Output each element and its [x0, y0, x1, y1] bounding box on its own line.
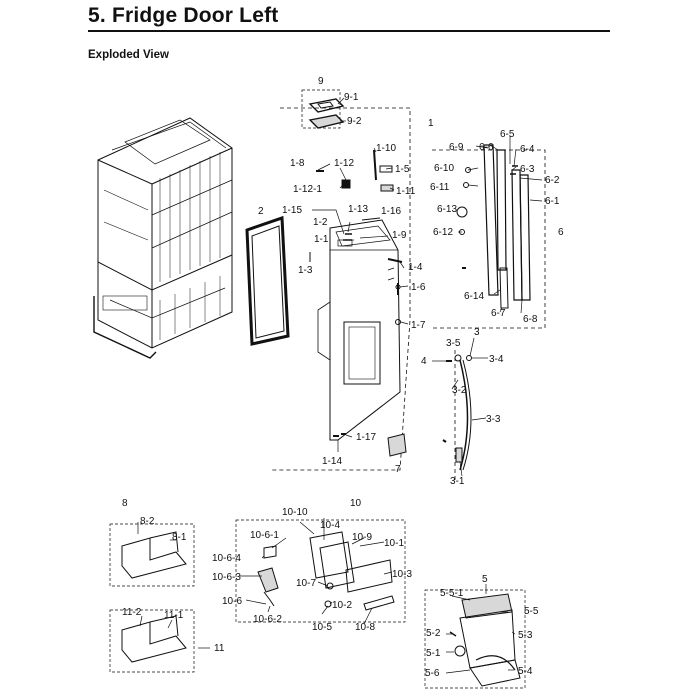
callout-6-8: 6-8: [523, 314, 538, 325]
callout-9-1: 9-1: [344, 92, 359, 103]
callout-1-4: 1-4: [408, 262, 423, 273]
callout-6-10: 6-10: [434, 163, 454, 174]
callout-2: 2: [258, 206, 264, 217]
callout-1-10: 1-10: [376, 143, 396, 154]
ice-bucket-assembly: [424, 589, 526, 689]
callout-4: 4: [421, 356, 427, 367]
callout-3-5: 3-5: [446, 338, 461, 349]
callout-10-1: 10-1: [384, 538, 404, 549]
callout-10-3: 10-3: [392, 569, 412, 580]
callout-1-2: 1-2: [313, 217, 328, 228]
callout-1-3: 1-3: [298, 265, 313, 276]
callout-5-1: 5-1: [426, 648, 441, 659]
door-bin-top-part: [109, 523, 195, 587]
callout-6-12: 6-12: [433, 227, 453, 238]
callout-6: 6: [558, 227, 564, 238]
callout-5-4: 5-4: [518, 666, 533, 677]
callout-3-4: 3-4: [489, 354, 504, 365]
callout-6-2: 6-2: [545, 175, 560, 186]
callout-1-16: 1-16: [381, 206, 401, 217]
callout-10-6: 10-6: [222, 596, 242, 607]
leader-lines: [137, 97, 543, 674]
callout-8-1: 8-1: [172, 532, 187, 543]
callout-1-12-1: 1-12-1: [293, 184, 322, 195]
callout-11-2: 11-2: [122, 607, 142, 618]
callout-7: 7: [395, 464, 401, 475]
callout-1: 1: [428, 118, 434, 129]
callout-1-14: 1-14: [322, 456, 342, 467]
callout-1-5: 1-5: [395, 164, 410, 175]
callout-5-5: 5-5: [524, 606, 539, 617]
callout-5: 5: [482, 574, 488, 585]
fridge-cabinet-drawing: [93, 117, 233, 359]
callout-9-2: 9-2: [347, 116, 362, 127]
callout-9: 9: [318, 76, 324, 87]
callout-10-8: 10-8: [355, 622, 375, 633]
callout-6-11: 6-11: [430, 182, 450, 193]
callout-3-2: 3-2: [452, 385, 467, 396]
callout-1-9: 1-9: [392, 230, 407, 241]
handle-part: [387, 433, 407, 457]
callout-3-1: 3-1: [450, 476, 465, 487]
callout-5-3: 5-3: [518, 630, 533, 641]
callout-5-6: 5-6: [425, 668, 440, 679]
callout-10-4: 10-4: [320, 520, 340, 531]
callout-10-2: 10-2: [332, 600, 352, 611]
door-small-parts: [309, 149, 403, 437]
callout-6-5: 6-5: [500, 129, 515, 140]
callout-11-1: 11-1: [164, 610, 184, 621]
callout-5-5-1: 5-5-1: [440, 588, 464, 599]
door-bin-bottom-part: [109, 609, 195, 673]
callout-3: 3: [474, 327, 480, 338]
callout-10: 10: [350, 498, 362, 509]
page-title: 5. Fridge Door Left: [88, 4, 279, 27]
callout-6-7: 6-7: [491, 308, 506, 319]
callout-1-7: 1-7: [411, 320, 426, 331]
callout-6-4: 6-4: [520, 144, 535, 155]
dispenser-assembly: [235, 519, 406, 623]
top-cap-part: [301, 89, 345, 129]
callout-1-1: 1-1: [314, 234, 329, 245]
callout-6-13: 6-13: [437, 204, 457, 215]
door-gasket-part: [245, 215, 290, 346]
callout-10-7: 10-7: [296, 578, 316, 589]
callout-10-6-1: 10-6-1: [250, 530, 279, 541]
callout-1-17: 1-17: [356, 432, 376, 443]
section-subtitle: Exploded View: [88, 49, 169, 61]
callout-6-6: 6-6: [479, 142, 494, 153]
callout-1-13: 1-13: [348, 204, 368, 215]
callout-11: 11: [214, 643, 225, 654]
callout-1-11: 1-11: [396, 186, 416, 197]
callout-1-12: 1-12: [334, 158, 354, 169]
callout-6-14: 6-14: [464, 291, 484, 302]
callout-1-8: 1-8: [290, 158, 305, 169]
callout-10-6-4: 10-6-4: [212, 553, 241, 564]
callout-6-1: 6-1: [545, 196, 560, 207]
callout-1-15: 1-15: [282, 205, 302, 216]
callout-6-9: 6-9: [449, 142, 464, 153]
callout-1-6: 1-6: [411, 282, 426, 293]
callout-8: 8: [122, 498, 128, 509]
callout-labels: 9 9-1 9-2 1 1-8 1-10 1-12 1-5 1-12-1 1-1…: [122, 76, 564, 679]
hinge-assembly: [442, 350, 472, 480]
callout-5-2: 5-2: [426, 628, 441, 639]
callout-10-9: 10-9: [352, 532, 372, 543]
callout-10-6-2: 10-6-2: [253, 614, 282, 625]
title-rule: [88, 30, 610, 32]
callout-10-5: 10-5: [312, 622, 332, 633]
callout-10-6-3: 10-6-3: [212, 572, 241, 583]
callout-8-2: 8-2: [140, 516, 155, 527]
callout-3-3: 3-3: [486, 414, 501, 425]
callout-10-10: 10-10: [282, 507, 308, 518]
callout-6-3: 6-3: [520, 164, 535, 175]
